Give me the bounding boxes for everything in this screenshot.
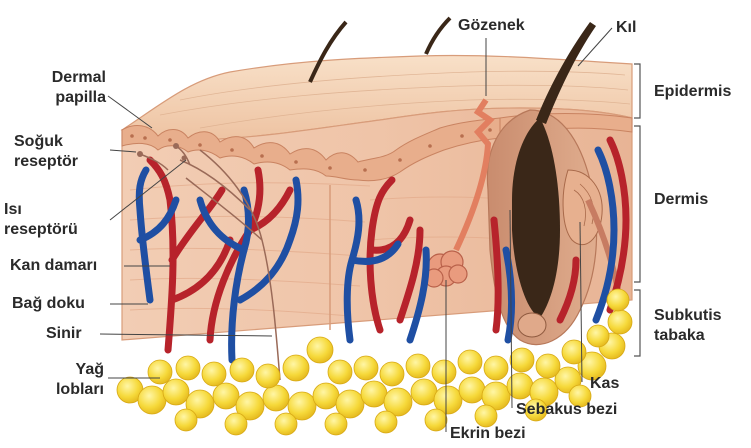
label-heat-receptor-line2: reseptörü [4,220,78,240]
label-blood-vessel: Kan damarı [10,256,97,276]
label-cold-receptor-line1: Soğuk [14,132,78,152]
label-connective-tissue: Bağ doku [12,294,85,314]
label-nerve: Sinir [46,324,82,344]
label-subcutis-line2: tabaka [654,326,722,346]
label-pore: Gözenek [458,16,525,36]
label-dermal-papilla: Dermal papilla [34,68,106,108]
label-hair: Kıl [616,18,636,38]
label-fat-lobules: Yağ lobları [28,360,104,400]
label-dermal-papilla-line1: Dermal [34,68,106,88]
hair-bulb [518,313,546,337]
label-eccrine-gland: Ekrin bezi [450,424,526,444]
label-heat-receptor: Isı reseptörü [4,200,78,240]
label-cold-receptor-line2: reseptör [14,152,78,172]
hair-shaft-middle [426,18,450,54]
label-sebaceous-gland: Sebakus bezi [516,400,617,420]
label-dermis: Dermis [654,190,708,210]
label-subcutis: Subkutis tabaka [654,306,722,346]
label-subcutis-line1: Subkutis [654,306,722,326]
label-dermal-papilla-line2: papilla [34,88,106,108]
label-fat-lobules-line2: lobları [28,380,104,400]
label-cold-receptor: Soğuk reseptör [14,132,78,172]
label-epidermis: Epidermis [654,82,731,102]
label-muscle: Kas [590,374,619,394]
label-heat-receptor-line1: Isı [4,200,78,220]
label-fat-lobules-line1: Yağ [28,360,104,380]
layer-brackets [634,64,640,356]
